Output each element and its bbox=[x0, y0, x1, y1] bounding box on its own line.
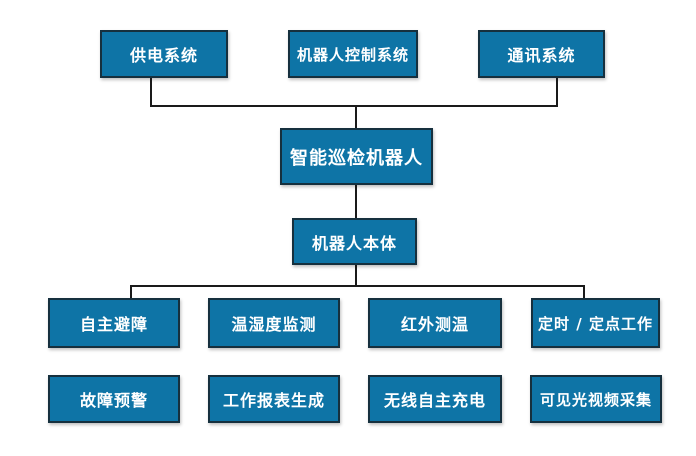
node-communication-system: 通讯系统 bbox=[478, 30, 605, 78]
connector-power-drop bbox=[150, 78, 152, 107]
connector-comm-drop bbox=[556, 78, 558, 107]
node-wireless-self-charging: 无线自主充电 bbox=[368, 375, 502, 423]
node-visible-light-video-capture: 可见光视频采集 bbox=[530, 375, 662, 423]
connector-robot-to-body bbox=[355, 185, 357, 218]
node-power-system: 供电系统 bbox=[100, 30, 228, 78]
node-infrared-temperature: 红外测温 bbox=[368, 298, 502, 348]
node-fault-warning: 故障预警 bbox=[48, 375, 180, 423]
node-robot-body: 机器人本体 bbox=[292, 218, 417, 265]
node-robot-control-system: 机器人控制系统 bbox=[288, 30, 418, 78]
connector-row1-right-drop bbox=[583, 285, 585, 298]
node-work-report-generation: 工作报表生成 bbox=[208, 375, 340, 423]
connector-row1-left-drop bbox=[130, 285, 132, 298]
connector-top-rail bbox=[150, 105, 558, 107]
node-timed-fixed-point-work: 定时 / 定点工作 bbox=[531, 298, 660, 348]
connector-bottom-rail bbox=[130, 285, 585, 287]
node-temp-humidity-monitoring: 温湿度监测 bbox=[208, 298, 340, 348]
node-obstacle-avoidance: 自主避障 bbox=[48, 298, 180, 348]
connector-robot-top-drop bbox=[355, 105, 357, 128]
connector-body-drop bbox=[355, 265, 357, 287]
node-intelligent-inspection-robot: 智能巡检机器人 bbox=[280, 128, 433, 185]
